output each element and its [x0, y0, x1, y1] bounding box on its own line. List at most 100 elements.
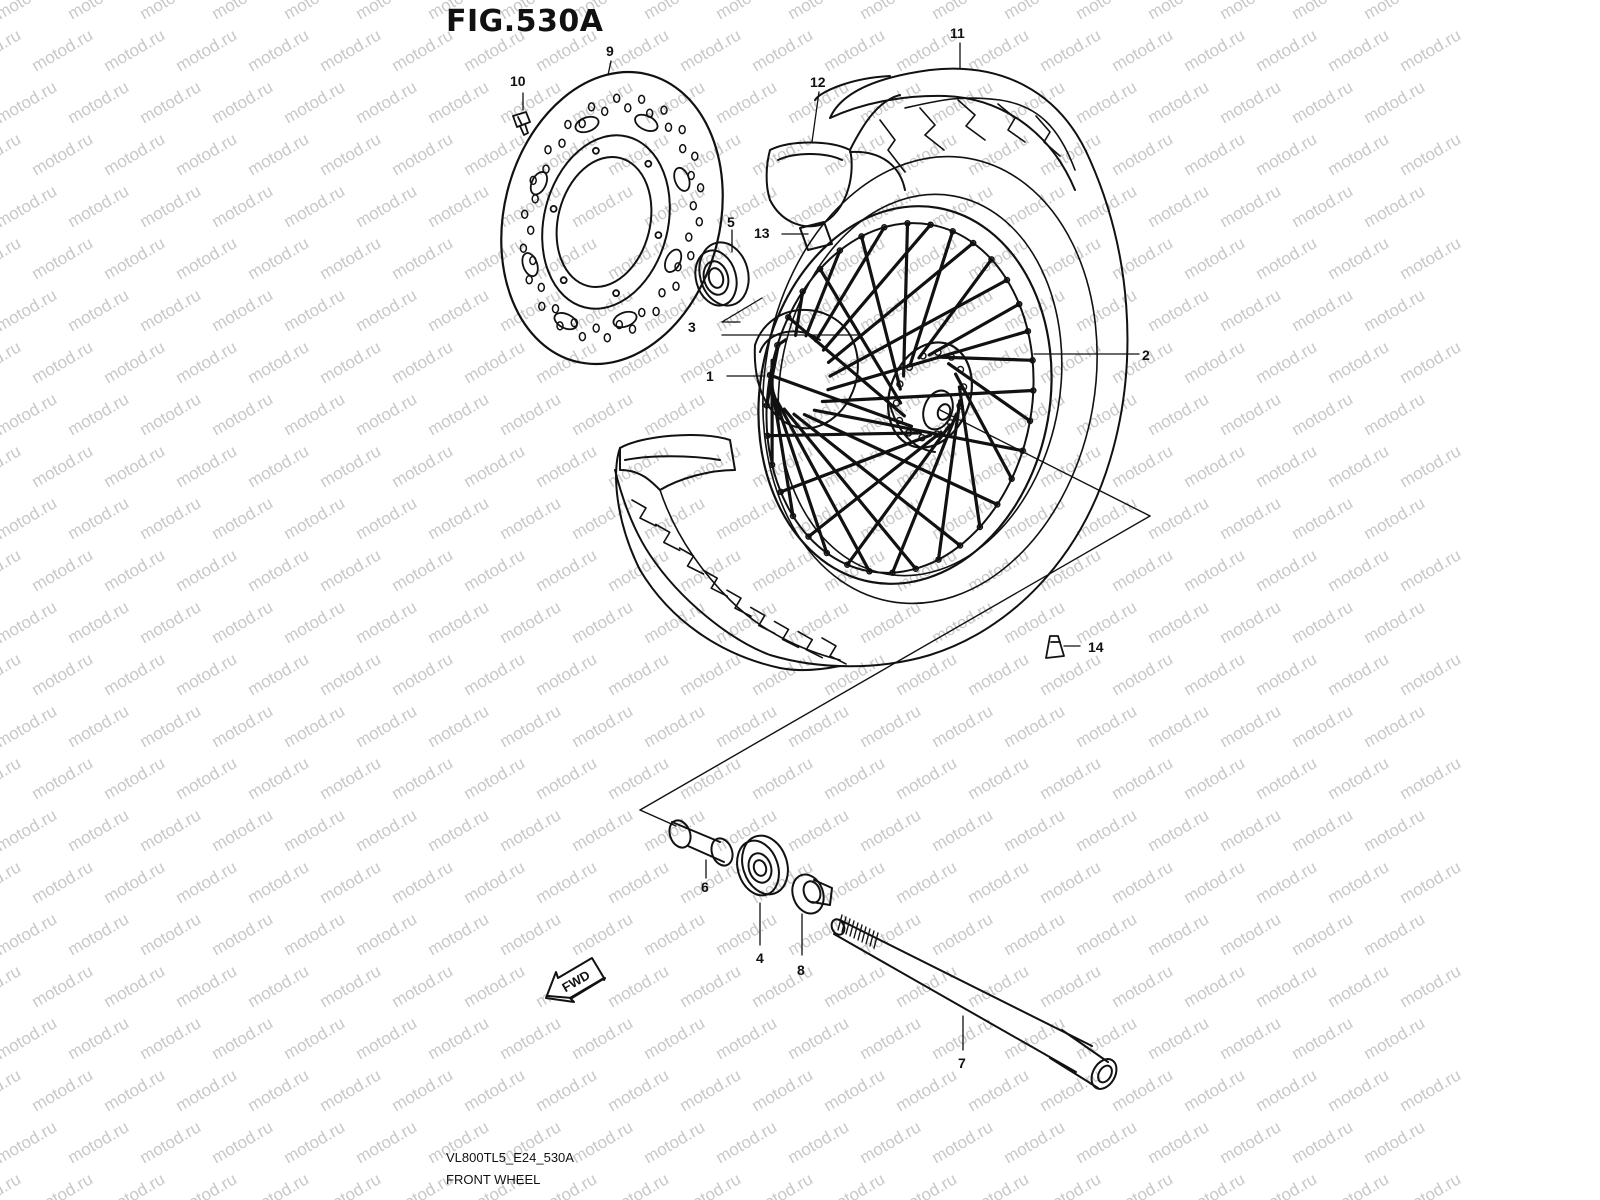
disc-hole: [638, 307, 646, 318]
spoke-nipple: [969, 239, 977, 247]
disc-hole: [615, 319, 624, 330]
disc-hole: [544, 144, 552, 155]
callout-8: 8: [797, 962, 805, 978]
hub-spoke-hole: [956, 402, 964, 410]
brake-disc: [500, 70, 724, 366]
axle-thread-line: [837, 914, 843, 931]
spoke-nipple: [805, 533, 812, 540]
spoke: [820, 388, 1035, 404]
spoke: [845, 423, 952, 567]
disc-hole: [691, 151, 699, 161]
disc-hole: [674, 262, 682, 272]
disc-hole: [526, 225, 535, 235]
tread-block: [821, 637, 847, 665]
callout-1: 1: [706, 368, 714, 384]
disc-hole: [685, 232, 693, 242]
hub-spoke-hole: [918, 434, 926, 442]
tread-block: [702, 569, 729, 597]
wheel-hub: [753, 308, 973, 453]
hub-spoke-hole: [956, 365, 965, 374]
disc-hole: [637, 94, 646, 105]
axle-thread-line: [865, 928, 871, 945]
bearing-lower: [736, 834, 789, 897]
tire-and-rim: [614, 67, 1129, 672]
disc-hole: [696, 183, 705, 193]
tread-block: [631, 499, 657, 527]
callout-2: 2: [1142, 347, 1150, 363]
disc-hole: [660, 105, 668, 115]
disc-bolt-hole: [644, 159, 653, 168]
disc-hole: [664, 122, 673, 133]
callout-11: 11: [950, 25, 965, 41]
disc-hole: [678, 143, 687, 154]
disc-hole: [587, 102, 596, 112]
disc-hole: [672, 281, 680, 292]
valve-stem: [799, 221, 833, 251]
spoke: [779, 433, 933, 494]
axle-collar: [791, 873, 833, 915]
disc-hole: [529, 175, 537, 186]
axle-thread-line: [857, 924, 863, 941]
disc-hole: [556, 321, 564, 331]
spoke: [769, 386, 829, 555]
tread-block: [726, 589, 752, 617]
axle-thread-line: [873, 932, 879, 949]
hub-spoke-hole: [947, 353, 956, 361]
disc-slot: [529, 171, 548, 196]
tread-block: [654, 523, 681, 552]
axle-thread-line: [861, 926, 867, 943]
spoke-nipple: [858, 233, 865, 240]
front-axle: [830, 914, 1118, 1090]
spoke-nipple: [1003, 276, 1011, 284]
spoke-nipple: [994, 501, 1001, 508]
spoke-nipple: [1008, 475, 1015, 483]
axle-thread-line: [849, 920, 855, 937]
callout-7: 7: [958, 1055, 966, 1071]
spoke: [953, 372, 1014, 481]
callout-13: 13: [754, 225, 770, 241]
spoke-nipple: [976, 523, 984, 531]
tread-block: [678, 547, 705, 575]
spoke: [774, 398, 872, 573]
disc-bolt: [512, 111, 531, 136]
disc-hole: [603, 332, 612, 343]
disc-bolt-hole: [592, 146, 600, 155]
spoke: [936, 399, 962, 562]
disc-slot: [553, 312, 578, 331]
spoke: [828, 278, 1009, 378]
disc-bolt-hole: [559, 276, 568, 285]
disc-bolt-hole: [612, 289, 620, 298]
hub-spoke-hole: [934, 348, 942, 356]
hub-spoke-hole: [892, 399, 901, 407]
alignment-lines: [639, 409, 1151, 827]
callout-12: 12: [810, 74, 826, 90]
axle-spacer: [668, 819, 734, 867]
spoke: [908, 229, 955, 367]
rim-tape: [765, 94, 906, 228]
axle-thread-line: [869, 930, 875, 947]
disc-hole: [578, 331, 587, 342]
figure-code: VL800TL5_E24_530A: [446, 1150, 574, 1165]
disc-bolt-hole: [654, 231, 663, 240]
disc-slot: [673, 166, 691, 192]
callout-6: 6: [701, 879, 709, 895]
spoke: [821, 223, 933, 352]
spoke: [814, 225, 886, 343]
hub-spoke-hole: [919, 352, 927, 360]
axle-thread-line: [845, 918, 851, 935]
disc-hole: [558, 138, 566, 148]
tread-block: [797, 630, 824, 659]
disc-hole: [551, 303, 560, 314]
callout-numbers: 1 2 3 4 5 6 7 8 9 10 11 12 13 14: [510, 25, 1150, 1071]
disc-hole: [695, 217, 704, 227]
axle-thread-line: [853, 922, 859, 939]
hub-spoke-hole: [946, 419, 955, 427]
spoke-nipple: [935, 556, 942, 563]
callout-14: 14: [1088, 639, 1104, 655]
spoke: [812, 408, 1025, 453]
spoke-nipple: [836, 247, 844, 254]
disc-hole: [531, 194, 539, 204]
hub-spoke-hole: [905, 363, 914, 371]
callout-9: 9: [606, 43, 614, 59]
